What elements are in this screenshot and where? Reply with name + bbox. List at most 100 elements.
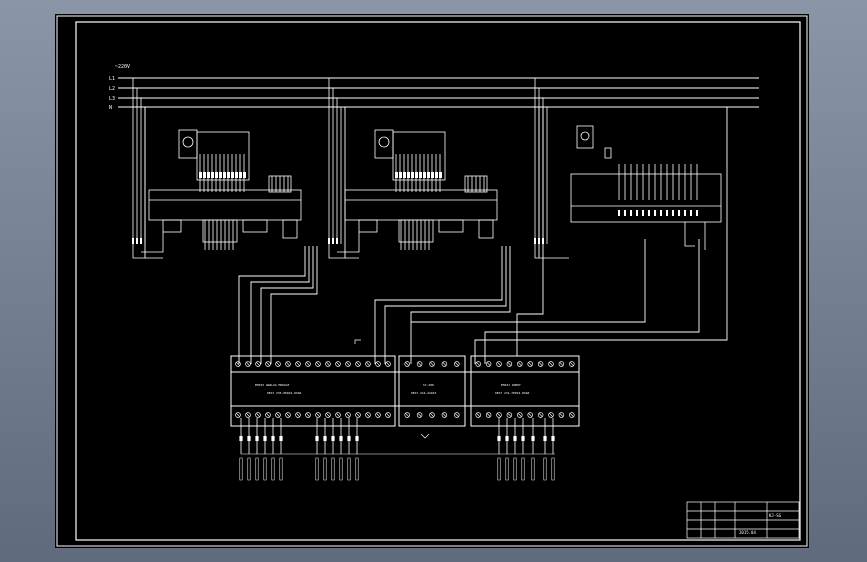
terminal-screw-slot bbox=[336, 362, 340, 366]
terminal-screw-slot bbox=[476, 362, 480, 366]
terminal-screw bbox=[485, 412, 492, 418]
terminal-screw bbox=[569, 361, 575, 367]
drawing-code: KJ-SG bbox=[769, 513, 782, 518]
terminal-screw bbox=[558, 412, 565, 418]
terminal-screw-slot bbox=[366, 362, 370, 366]
terminal-screw-slot bbox=[507, 413, 512, 417]
motor-box bbox=[178, 129, 198, 159]
terminal-screw-slot bbox=[405, 413, 409, 417]
pin-block bbox=[219, 172, 222, 178]
terminal-screw bbox=[345, 412, 351, 418]
control-terminal bbox=[624, 210, 626, 216]
center-module-name: S7-200 bbox=[423, 383, 434, 387]
pin-block bbox=[235, 172, 238, 178]
brake-resistor bbox=[358, 219, 378, 233]
analog-output-marker bbox=[355, 436, 359, 441]
output-wire bbox=[684, 222, 695, 247]
analog-output-marker bbox=[239, 436, 243, 441]
terminal-screw-slot bbox=[356, 362, 360, 366]
analog-output-tag bbox=[239, 457, 243, 481]
terminal-screw bbox=[315, 361, 321, 367]
connector-bank bbox=[392, 131, 446, 181]
terminal-screw-slot bbox=[570, 362, 574, 366]
drawing-date: 2015.04 bbox=[739, 530, 756, 535]
terminal-screw-slot bbox=[528, 413, 532, 417]
breaker-contact bbox=[132, 238, 134, 244]
terminal-screw bbox=[365, 361, 371, 367]
control-terminal bbox=[654, 210, 656, 216]
terminal-group-a bbox=[202, 219, 238, 243]
terminal-screw bbox=[355, 361, 361, 367]
drive-unit-3 bbox=[534, 78, 722, 259]
control-terminal bbox=[690, 210, 692, 216]
analog-output-marker bbox=[271, 436, 275, 441]
terminal-screw bbox=[375, 361, 381, 367]
terminal-screw-slot bbox=[266, 413, 270, 417]
motor-box bbox=[374, 129, 394, 159]
input-module-right bbox=[470, 355, 580, 427]
pin-block bbox=[427, 172, 430, 178]
digital-input-tag bbox=[551, 457, 555, 481]
output-signal-labels bbox=[239, 339, 555, 481]
digital-input-marker bbox=[521, 436, 525, 441]
center-module-model: 6ES7 216-2AD23 bbox=[411, 391, 436, 395]
analog-output-marker bbox=[315, 436, 319, 441]
terminal-screw-slot bbox=[286, 362, 290, 366]
terminal-screw bbox=[355, 412, 361, 418]
terminal-screw-slot bbox=[405, 362, 409, 366]
drawing-sheet: ~220V L1 L2 L3 N EM235 ANALOG MODULE 6ES… bbox=[55, 14, 809, 548]
analog-output-tag bbox=[271, 457, 275, 481]
terminal-group-c bbox=[478, 219, 494, 239]
terminal-screw-slot bbox=[386, 362, 390, 366]
terminal-screw bbox=[527, 412, 533, 418]
pin-block bbox=[227, 172, 230, 178]
analog-output-marker bbox=[247, 436, 251, 441]
terminal-screw-slot bbox=[306, 413, 310, 417]
pin-block bbox=[231, 172, 234, 178]
digital-input-tag bbox=[513, 457, 517, 481]
control-terminal bbox=[666, 210, 668, 216]
terminal-screw bbox=[245, 412, 251, 418]
analog-module-left bbox=[230, 355, 396, 427]
digital-input-marker bbox=[543, 436, 547, 441]
pin-block bbox=[395, 172, 398, 178]
terminal-screw bbox=[285, 361, 291, 367]
terminal-screw-slot bbox=[336, 413, 340, 417]
digital-input-tag bbox=[497, 457, 501, 481]
terminal-screw-slot bbox=[256, 413, 260, 417]
terminal-screw bbox=[475, 412, 481, 418]
terminal-screw-slot bbox=[276, 362, 280, 366]
bus-label-n: N bbox=[109, 105, 112, 111]
motor-symbol bbox=[378, 136, 390, 148]
terminal-screw-slot bbox=[316, 413, 320, 417]
terminal-screw-slot bbox=[246, 362, 250, 366]
terminal-screw bbox=[295, 361, 301, 367]
digital-input-marker bbox=[513, 436, 517, 441]
digital-input-tag bbox=[531, 457, 535, 481]
drive-body bbox=[344, 189, 498, 221]
terminal-screw bbox=[255, 361, 261, 367]
terminal-screw bbox=[496, 412, 502, 418]
terminal-screw-slot bbox=[236, 413, 240, 417]
terminal-screw bbox=[416, 361, 423, 367]
inner-frame bbox=[75, 21, 801, 541]
analog-output-marker bbox=[255, 436, 259, 441]
breaker-contact bbox=[336, 238, 338, 244]
terminal-screw bbox=[454, 361, 460, 367]
brake-resistor bbox=[162, 219, 182, 233]
terminal-screw bbox=[265, 412, 271, 418]
terminal-screw-slot bbox=[570, 413, 574, 417]
terminal-screw-slot bbox=[246, 413, 250, 417]
drive-unit-1 bbox=[132, 78, 302, 259]
terminal-screw-slot bbox=[417, 362, 422, 366]
digital-input-tag bbox=[543, 457, 547, 481]
terminal-screw-slot bbox=[538, 362, 543, 366]
terminal-screw-slot bbox=[430, 413, 434, 417]
control-terminal bbox=[672, 210, 674, 216]
terminal-screw-slot bbox=[417, 413, 422, 417]
terminal-group-c bbox=[282, 219, 298, 239]
terminal-screw-slot bbox=[497, 362, 501, 366]
analog-output-tag bbox=[355, 457, 359, 481]
terminal-screw-slot bbox=[326, 362, 330, 366]
terminal-screw-slot bbox=[296, 413, 300, 417]
